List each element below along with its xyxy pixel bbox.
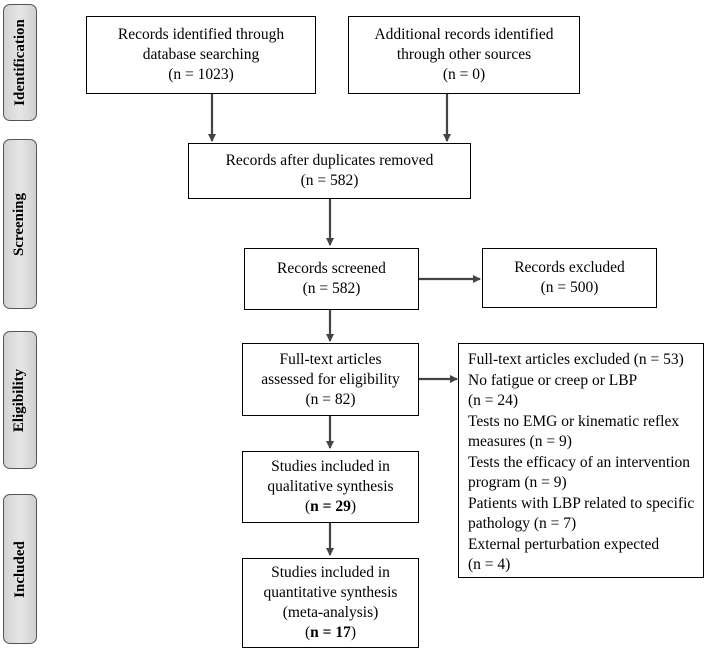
box-database-searching: Records identified through database sear… [86,16,316,94]
qualitative-line2: qualitative synthesis [267,478,394,495]
box-qualitative-synthesis: Studies included in qualitative synthesi… [242,451,419,523]
excluded-line1: Records excluded [514,259,625,276]
box-quantitative-synthesis: Studies included in quantitative synthes… [242,558,419,648]
fulltext-line1: Full-text articles [279,350,382,368]
quantitative-count: n = 17 [310,624,351,641]
exclusion-reason-count: measures (n = 9) [468,433,572,450]
exclusion-reason-count: pathology (n = 7) [468,515,577,532]
stage-identification: Identification [3,4,37,121]
excluded-count: (n = 500) [540,279,599,296]
qualitative-line1: Studies included in [271,458,390,475]
exclusion-reason: No fatigue or creep or LBP (n = 24) [468,371,695,411]
other-sources-count: (n = 0) [442,66,486,83]
quantitative-line3: (meta-analysis) [282,604,379,621]
qualitative-open-paren: ( [304,498,311,515]
qualitative-count-line: (n = 29) [305,497,356,517]
quantitative-line1: Studies included in [271,564,390,581]
exclusion-reason-count: program (n = 9) [468,474,567,491]
other-sources-line1: Additional records identified [374,26,554,43]
box-fulltext-excluded: Full-text articles excluded (n = 53) No … [458,343,704,578]
after-duplicates-count: (n = 582) [300,172,359,189]
db-search-line2: database searching [142,46,260,63]
screened-count: (n = 582) [302,280,361,297]
stage-screening: Screening [3,139,37,309]
exclusion-reason: Patients with LBP related to specific pa… [468,494,695,534]
exclusion-reason: Tests the efficacy of an intervention pr… [468,453,695,493]
box-records-screened: Records screened (n = 582) [244,248,419,310]
quantitative-line2: quantitative synthesis [263,584,398,601]
box-other-sources: Additional records identified through ot… [348,16,580,94]
fulltext-excluded-heading: Full-text articles excluded (n = 53) [468,351,684,368]
exclusion-reason-text: External perturbation expected [468,536,660,553]
exclusion-reason-text: Patients with LBP related to specific [468,495,695,512]
box-fulltext-assessed: Full-text articles assessed for eligibil… [242,343,419,416]
after-duplicates-line1: Records after duplicates removed [225,152,434,169]
exclusion-reason-text: Tests no EMG or kinematic reflex [468,413,680,430]
stage-included: Included [3,494,37,644]
fulltext-count: (n = 82) [305,390,356,408]
other-sources-line2: through other sources [396,46,532,63]
qualitative-count: n = 29 [310,498,351,515]
db-search-line1: Records identified through [117,26,285,43]
fulltext-line2: assessed for eligibility [261,370,400,388]
screened-line1: Records screened [277,260,386,277]
exclusion-reason-text: No fatigue or creep or LBP [468,372,638,389]
stage-eligibility: Eligibility [3,331,37,469]
exclusion-reason-count: (n = 4) [468,556,511,573]
exclusion-reason-text: Tests the efficacy of an intervention [468,454,691,471]
quantitative-count-line: (n = 17) [305,623,356,643]
exclusion-reason: External perturbation expected (n = 4) [468,535,695,575]
box-after-duplicates: Records after duplicates removed (n = 58… [188,143,471,199]
db-search-count: (n = 1023) [168,66,234,83]
quantitative-close-paren: ) [350,624,357,641]
exclusion-reason-count: (n = 24) [468,392,519,409]
qualitative-close-paren: ) [350,498,357,515]
quantitative-open-paren: ( [304,624,311,641]
exclusion-reason: Tests no EMG or kinematic reflex measure… [468,412,695,452]
box-records-excluded: Records excluded (n = 500) [482,248,657,308]
